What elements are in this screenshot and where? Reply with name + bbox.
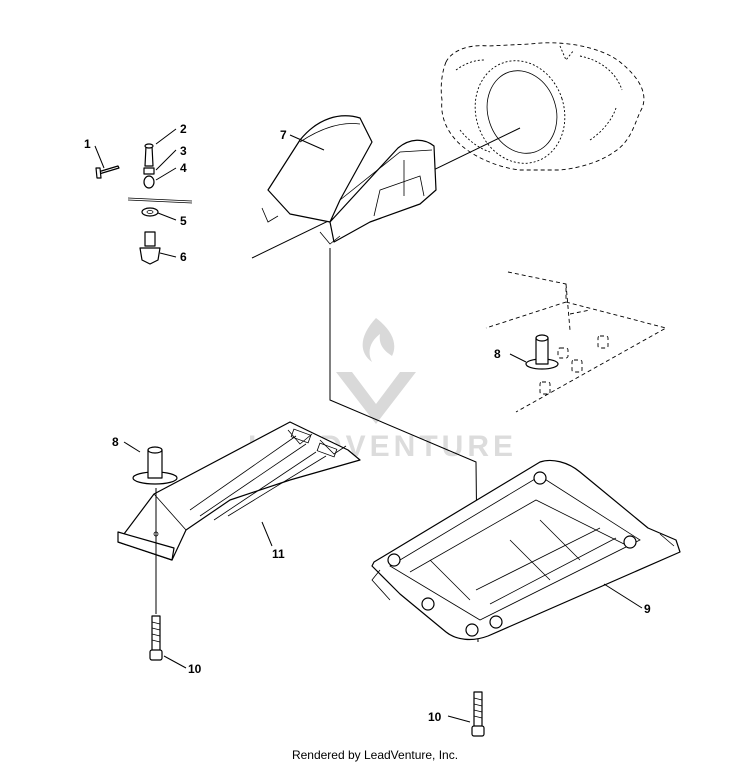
part-11-skid [117,421,361,561]
part-4-ring [143,175,155,189]
callout-8-lower: 8 [112,435,119,449]
callout-1: 1 [84,137,91,151]
part-3-spacer [143,167,155,175]
part-1-pin [95,165,120,179]
engine-outline [440,42,645,171]
callout-3: 3 [180,144,187,158]
callout-7: 7 [280,128,287,142]
callout-2: 2 [180,122,187,136]
part-9-skid-plate [371,459,681,641]
part-8-pin-lower [132,446,178,485]
part-5-washer [127,197,193,217]
part-7-shroud [261,115,437,245]
part-10-bolt-right [471,691,485,737]
part-6-grommet [139,231,161,265]
callout-4: 4 [180,161,187,175]
part-2-rivet-head [144,143,154,167]
callout-6: 6 [180,250,187,264]
callout-11: 11 [272,547,285,561]
footer-credit: Rendered by LeadVenture, Inc. [291,748,459,762]
callout-10-right: 10 [428,710,442,724]
panel-outline [485,271,668,413]
callout-10-left: 10 [188,662,202,676]
callout-8-upper: 8 [494,347,501,361]
callout-9: 9 [644,602,651,616]
callout-5: 5 [180,214,187,228]
part-8-pin-upper [525,334,559,370]
part-10-bolt-left [149,615,163,661]
